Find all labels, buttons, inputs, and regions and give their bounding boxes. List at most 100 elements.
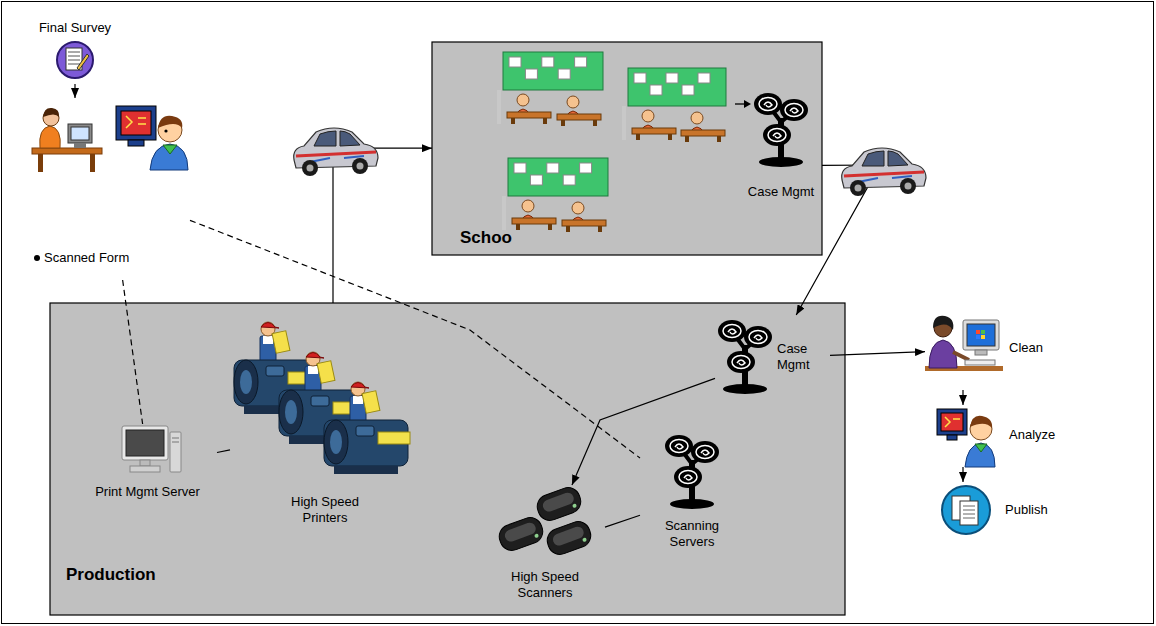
icon-node: Analyze xyxy=(935,405,1067,467)
icon-part xyxy=(790,108,798,113)
region-box: SchooCase Mgmt xyxy=(432,42,822,255)
icon-node: High Speed Printers xyxy=(230,318,420,543)
icon-part xyxy=(976,335,980,339)
icon-part xyxy=(567,96,579,108)
printers-icon xyxy=(230,318,420,488)
flow-arrow xyxy=(962,390,963,405)
icon-part xyxy=(508,158,608,196)
icon-part xyxy=(543,118,547,124)
icon-part xyxy=(965,360,995,365)
icon-part xyxy=(580,163,592,173)
icon-part xyxy=(261,323,279,329)
region-title: Production xyxy=(66,565,206,585)
icon-part xyxy=(38,154,43,172)
icon-part xyxy=(572,202,584,214)
icon-part xyxy=(622,106,626,140)
icon-part xyxy=(947,435,957,440)
icon-part xyxy=(768,129,786,142)
icon-part xyxy=(68,52,80,53)
icon-part xyxy=(330,430,342,454)
icon-part xyxy=(502,196,506,230)
icon-node: Scanning Servers xyxy=(640,430,745,565)
icon-part xyxy=(728,329,736,334)
icon-part xyxy=(164,129,167,132)
icon-part xyxy=(534,484,584,523)
icon-part xyxy=(963,514,975,515)
icon-part xyxy=(773,133,781,138)
icon-part xyxy=(514,163,526,173)
casemgmt-icon xyxy=(715,315,775,395)
icon-part xyxy=(68,60,80,61)
icon-part xyxy=(507,112,551,118)
icon-part xyxy=(509,57,521,67)
icon-part xyxy=(116,106,156,140)
icon-part xyxy=(963,518,975,519)
analyze-icon xyxy=(935,405,997,467)
icon-part xyxy=(285,400,297,424)
icon-part xyxy=(170,432,181,472)
icon-part xyxy=(723,325,741,338)
icon-part xyxy=(691,441,719,463)
node-label: High Speed Scanners xyxy=(505,569,585,601)
bullet-dot xyxy=(34,255,40,261)
icon-part xyxy=(317,361,335,383)
icon-part xyxy=(562,220,606,226)
node-label: Scanned Form xyxy=(44,250,184,266)
icon-part xyxy=(933,316,953,330)
icon-part xyxy=(340,131,360,146)
icon-part xyxy=(598,226,602,232)
icon-part xyxy=(572,503,577,508)
icon-part xyxy=(844,172,924,176)
icon-part xyxy=(975,350,987,355)
icon-part xyxy=(511,118,515,124)
icon-part xyxy=(544,518,594,557)
pc-icon xyxy=(118,424,182,476)
icon-part xyxy=(905,183,912,190)
icon-part xyxy=(937,409,967,435)
car-picture xyxy=(842,148,926,196)
icon-part xyxy=(43,108,59,117)
icon-part xyxy=(279,390,303,434)
node-label: Clean xyxy=(1009,340,1065,356)
dashed-link xyxy=(123,280,143,424)
icon-part xyxy=(681,130,725,136)
icon-node: Clean xyxy=(925,308,1067,390)
region-box: ProductionPrint Mgmt ServerHigh Speed Pr… xyxy=(50,303,845,615)
node-label: Analyze xyxy=(1009,427,1065,443)
icon-part xyxy=(628,68,726,106)
icon-part xyxy=(150,144,188,170)
icon-part xyxy=(324,420,348,464)
icon-part xyxy=(516,224,520,230)
icon-part xyxy=(668,134,672,140)
scanner-symbol xyxy=(496,514,546,553)
icon-part xyxy=(945,417,960,427)
icon-part xyxy=(634,73,646,83)
icon-part xyxy=(780,99,808,121)
icon-part xyxy=(900,178,916,194)
icon-part xyxy=(357,163,364,170)
flow-arrow xyxy=(605,515,640,527)
icon-part xyxy=(71,127,89,140)
icon-part xyxy=(302,160,318,176)
icon-part xyxy=(942,486,990,534)
icon-part xyxy=(163,145,177,154)
icon-part xyxy=(665,435,693,457)
classroom-picture xyxy=(497,52,603,126)
icon-part xyxy=(126,430,164,456)
icon-part xyxy=(563,175,575,185)
icon-part xyxy=(754,335,762,340)
icon-part xyxy=(503,52,603,90)
icon-part xyxy=(130,466,160,472)
icon-part xyxy=(172,438,179,442)
flow-arrow xyxy=(830,352,925,356)
designer-icon xyxy=(30,98,190,268)
icon-part xyxy=(764,102,772,107)
icon-part xyxy=(158,116,182,128)
icon-part xyxy=(976,330,980,334)
icon-part xyxy=(981,330,985,334)
clean-icon xyxy=(925,308,1003,388)
icon-node: High Speed Scanners xyxy=(485,485,605,610)
icon-part xyxy=(685,136,689,142)
icon-part xyxy=(122,426,168,460)
icon-part xyxy=(356,426,374,436)
